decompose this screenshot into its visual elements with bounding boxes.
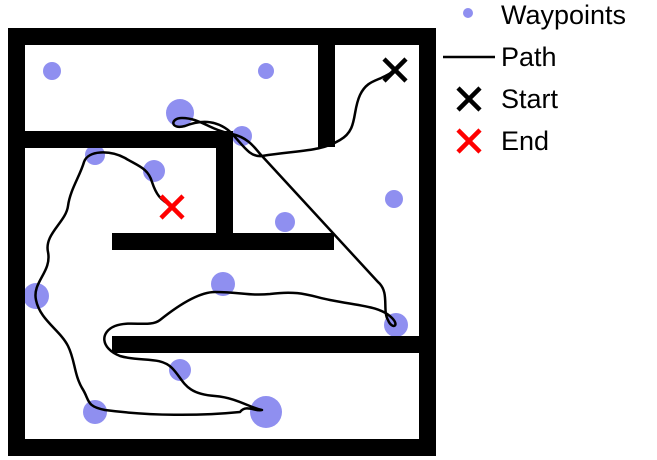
wall-upper-horizontal bbox=[25, 131, 233, 148]
robot-path bbox=[34, 68, 397, 417]
legend: Waypoints Path Start End bbox=[443, 0, 626, 156]
legend-waypoint-icon bbox=[463, 8, 473, 18]
legend-end-label: End bbox=[501, 126, 549, 156]
legend-path-label: Path bbox=[501, 42, 557, 72]
waypoint bbox=[275, 212, 295, 232]
waypoint bbox=[166, 99, 194, 127]
waypoints-layer bbox=[23, 62, 408, 428]
end-marker-icon bbox=[159, 194, 185, 220]
waypoint bbox=[43, 62, 61, 80]
wall-outer-right bbox=[419, 28, 436, 456]
wall-inner-vertical bbox=[216, 131, 233, 249]
waypoint bbox=[385, 190, 403, 208]
waypoint bbox=[211, 272, 235, 296]
start-marker-icon bbox=[382, 57, 408, 83]
maze-walls bbox=[8, 28, 436, 456]
legend-start-label: Start bbox=[501, 84, 559, 114]
waypoint bbox=[250, 396, 282, 428]
wall-outer-bottom bbox=[8, 439, 436, 456]
legend-waypoints-label: Waypoints bbox=[501, 0, 626, 30]
legend-end-icon bbox=[456, 128, 482, 154]
waypoint bbox=[258, 63, 274, 79]
waypoint bbox=[83, 400, 107, 424]
waypoint bbox=[85, 145, 105, 165]
wall-top-vertical bbox=[318, 45, 335, 147]
wall-lower-horizontal bbox=[112, 336, 419, 353]
legend-start-icon bbox=[456, 86, 482, 112]
waypoint bbox=[169, 359, 191, 381]
wall-middle-horizontal bbox=[112, 233, 334, 250]
wall-outer-top bbox=[8, 28, 436, 45]
wall-outer-left bbox=[8, 28, 25, 456]
